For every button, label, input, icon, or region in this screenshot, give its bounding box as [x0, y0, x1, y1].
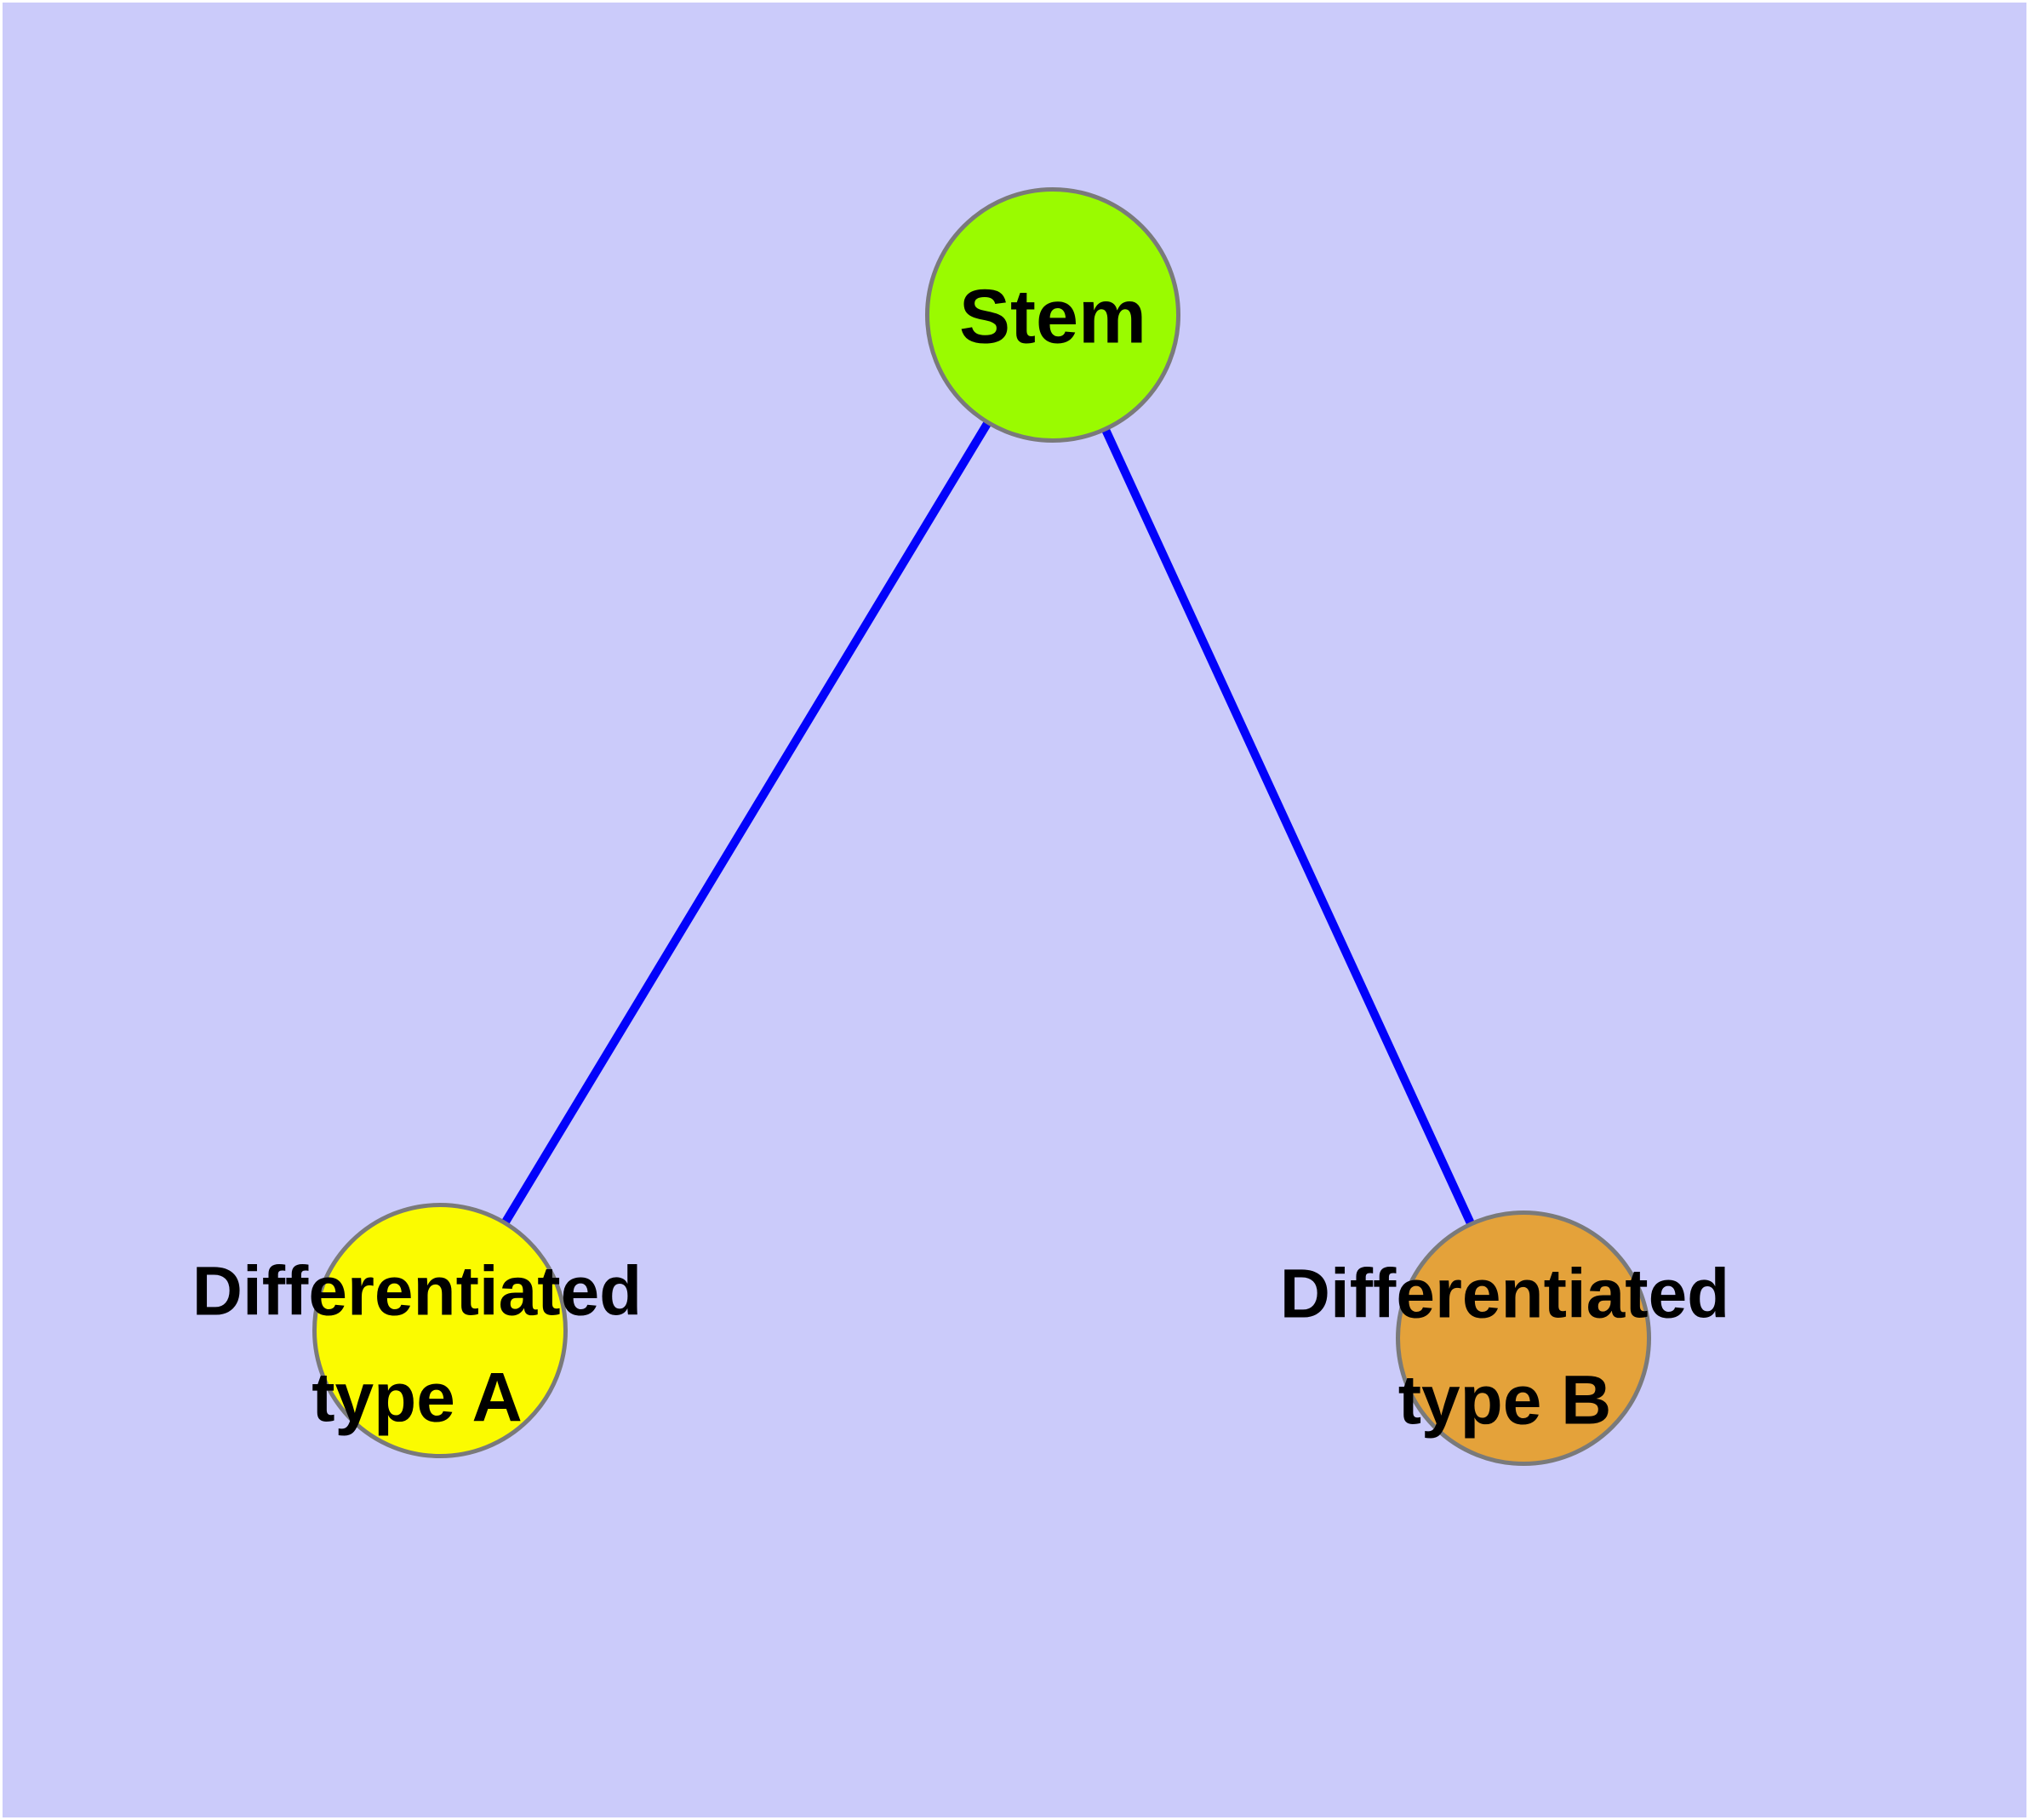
- node-type-a-label-line-2: type A: [311, 1359, 523, 1436]
- node-type-a-label-line-1: Differentiated: [191, 1252, 643, 1331]
- node-differentiated-type-a-label: Differentiated type A: [192, 1239, 643, 1451]
- node-stem: [925, 187, 1180, 443]
- node-stem-label-line: Stem: [958, 274, 1147, 360]
- edges-layer: [436, 312, 1528, 1341]
- diagram-canvas: Stem Differentiated type A Differentiate…: [3, 3, 2026, 1817]
- node-type-b-label-line-1: Differentiated: [1279, 1255, 1730, 1333]
- node-differentiated-type-a: [312, 1203, 568, 1458]
- node-differentiated-type-b: [1396, 1210, 1651, 1466]
- edge-stem-to-type-a: [436, 312, 1057, 1333]
- node-stem-label: Stem: [958, 274, 1147, 360]
- edge-stem-to-type-b: [1049, 312, 1528, 1341]
- node-differentiated-type-b-label: Differentiated type B: [1280, 1241, 1730, 1453]
- node-type-b-label-line-2: type B: [1397, 1361, 1612, 1439]
